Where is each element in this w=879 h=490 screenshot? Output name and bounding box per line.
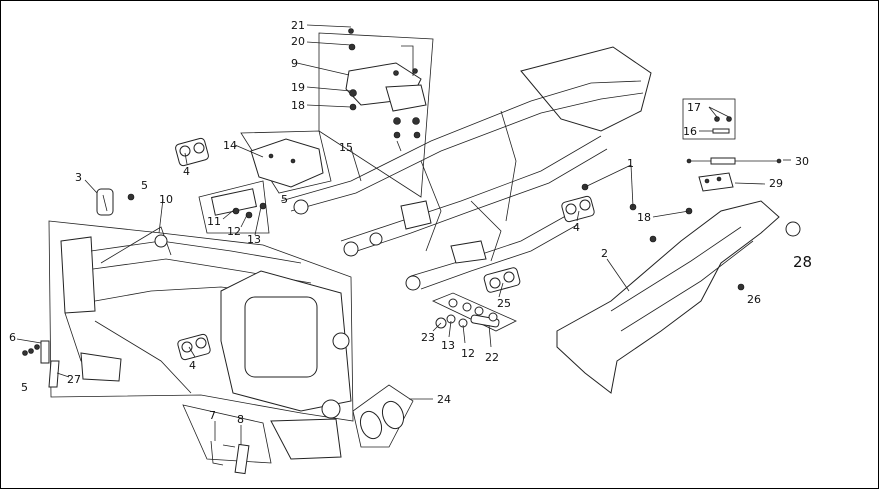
callout-4: 4 (189, 359, 196, 372)
callout-21: 21 (291, 19, 305, 32)
clip-3 (96, 188, 114, 216)
screw-5-upper (127, 193, 135, 201)
plate-11-part (210, 188, 267, 219)
callout-18: 18 (637, 211, 651, 224)
cable-30 (686, 157, 782, 165)
callout-29: 29 (769, 177, 783, 190)
rubber-mount-25 (483, 267, 521, 293)
callout-12: 12 (461, 347, 475, 360)
callout-26: 26 (747, 293, 761, 306)
callout-7: 7 (209, 409, 216, 422)
callout-15: 15 (339, 141, 353, 154)
callout-6: 6 (9, 331, 16, 344)
nut-28 (785, 221, 801, 237)
screw-18-lower (649, 235, 657, 243)
cap-24 (359, 400, 405, 440)
item-7-8-group-outline (182, 404, 272, 464)
callout-20: 20 (291, 35, 305, 48)
callout-5: 5 (281, 193, 288, 206)
callout-19: 19 (291, 81, 305, 94)
callout-10: 10 (159, 193, 173, 206)
spring-7 (210, 440, 236, 466)
screw-set-6 (22, 340, 50, 364)
fastener-17 (712, 116, 732, 134)
rear-fender-cover-2 (556, 200, 780, 394)
callout-27: 27 (67, 373, 81, 386)
bracket-29 (698, 172, 734, 192)
callout-12: 12 (227, 225, 241, 238)
callout-25: 25 (497, 297, 511, 310)
callout-9: 9 (291, 57, 298, 70)
callout-labels: 21 20 9 19 18 14 15 4 3 5 10 5 11 12 13 … (9, 19, 812, 426)
rear-subframe (280, 46, 652, 291)
callout-13: 13 (247, 233, 261, 246)
callout-2: 2 (601, 247, 608, 260)
main-frame (60, 226, 352, 460)
callout-23: 23 (421, 331, 435, 344)
callout-24: 24 (437, 393, 451, 406)
callout-3: 3 (75, 171, 82, 184)
callout-13: 13 (441, 339, 455, 352)
callout-8: 8 (237, 413, 244, 426)
screw-26 (737, 283, 745, 291)
item-11-13-group-outline (198, 180, 270, 234)
callout-5: 5 (21, 381, 28, 394)
rubber-mount-4-lower (177, 333, 211, 361)
callout-14: 14 (223, 139, 237, 152)
callout-4: 4 (573, 221, 580, 234)
bolt-set-22 (435, 298, 500, 329)
battery-bracket-group-outline (318, 32, 434, 198)
rubber-mount-4-right (561, 195, 595, 223)
callout-16: 16 (683, 125, 697, 138)
battery-bracket-part (345, 28, 427, 152)
strip-27 (48, 360, 60, 388)
callout-18: 18 (291, 99, 305, 112)
callout-1: 1 (627, 157, 634, 170)
main-frame-group-outline (48, 220, 354, 422)
rubber-mount-4-upper (175, 137, 209, 167)
callout-5: 5 (141, 179, 148, 192)
callout-28: 28 (793, 253, 812, 271)
callout-17: 17 (687, 101, 701, 114)
callout-22: 22 (485, 351, 499, 364)
bracket-14-part (250, 138, 324, 188)
callout-4: 4 (183, 165, 190, 178)
leader-lines (16, 24, 791, 445)
callout-30: 30 (795, 155, 809, 168)
callout-11: 11 (207, 215, 221, 228)
item-16-17-group-outline (682, 98, 736, 140)
plate-8 (234, 443, 250, 475)
